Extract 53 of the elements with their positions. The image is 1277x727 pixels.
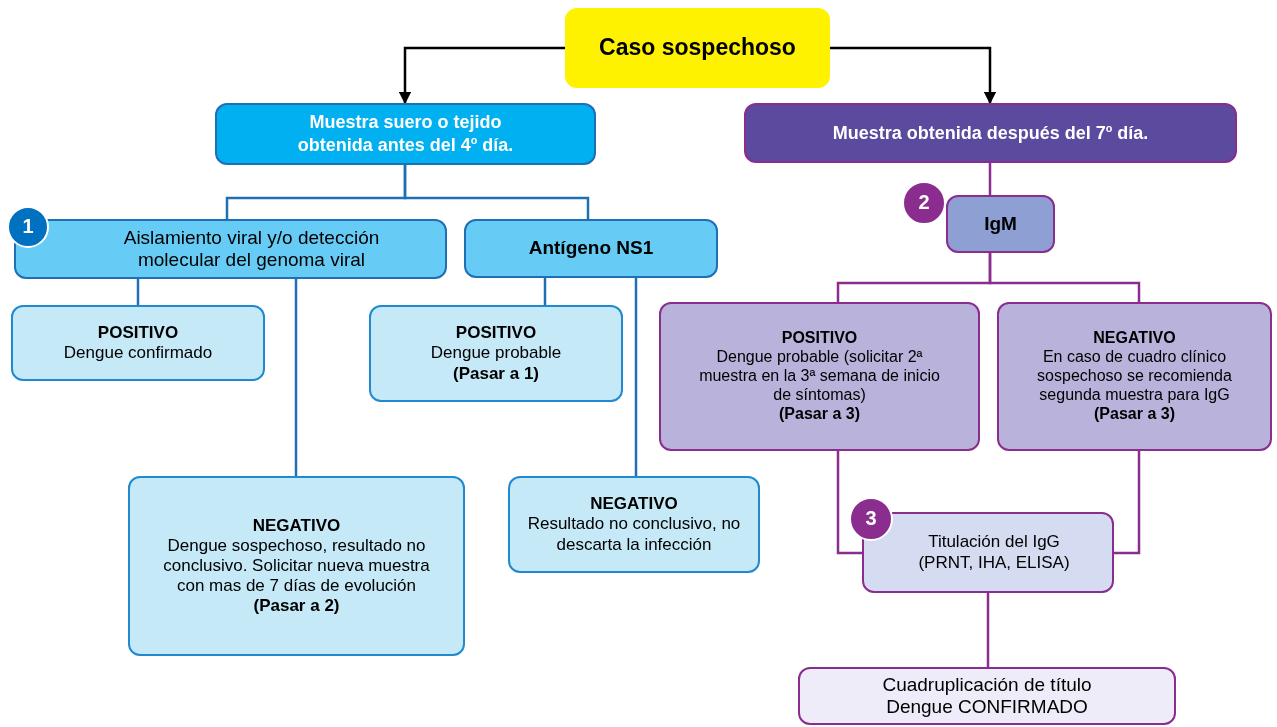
connector-line bbox=[988, 253, 1141, 302]
step-number: 1 bbox=[22, 215, 34, 239]
box-text: (Pasar a 1) bbox=[453, 363, 539, 384]
box-text: Dengue probable bbox=[430, 343, 562, 364]
box-text: Titulación del IgG (PRNT, IHA, ELISA) bbox=[917, 532, 1071, 573]
box-text: Dengue probable (solicitar 2ª muestra en la 3ª semana de inicio de síntomas) bbox=[698, 348, 941, 405]
result-box bbox=[798, 667, 1176, 725]
arrow bbox=[830, 46, 997, 105]
result-box bbox=[128, 476, 465, 656]
result-heading: NEGATIVO bbox=[590, 494, 678, 515]
arrow bbox=[398, 46, 565, 105]
connector-line bbox=[634, 278, 638, 476]
box-text: Cuadruplicación de título Dengue CONFIRMADO bbox=[881, 673, 1093, 719]
box-text: Resultado no conclusivo, no descarta la infección bbox=[526, 514, 742, 555]
result-heading: NEGATIVO bbox=[252, 515, 341, 536]
result-heading: POSITIVO bbox=[97, 322, 179, 343]
box-text: IgM bbox=[984, 212, 1017, 236]
result-heading: NEGATIVO bbox=[1093, 329, 1176, 349]
box-text: (Pasar a 3) bbox=[779, 404, 860, 424]
result-box bbox=[659, 302, 980, 451]
test-box bbox=[862, 512, 1114, 593]
box-text: Muestra obtenida después del 7$^{o}$ día. bbox=[832, 121, 1149, 145]
sample-box bbox=[744, 103, 1237, 163]
box-text: En caso de cuadro clínico sospechoso se recomienda segunda muestra para IgG bbox=[1036, 348, 1233, 405]
step-number: 3 bbox=[865, 507, 877, 531]
test-box bbox=[464, 219, 718, 278]
connector-line bbox=[986, 593, 990, 667]
box-text: (Pasar a 3) bbox=[1094, 404, 1175, 424]
box-text: Caso sospechoso bbox=[599, 34, 796, 62]
result-heading: POSITIVO bbox=[781, 329, 858, 349]
connector-line bbox=[836, 451, 862, 555]
start-box bbox=[565, 8, 830, 88]
result-heading: POSITIVO bbox=[455, 323, 537, 344]
connector-line bbox=[294, 279, 298, 476]
box-text: Muestra suero o tejido obtenida antes del 4$^{o}$ día. bbox=[296, 112, 515, 156]
box-text: Aislamiento viral y/o detección molecular del genoma viral bbox=[122, 226, 381, 272]
result-box bbox=[369, 305, 623, 402]
box-text: Dengue sospechoso, resultado no conclusivo. Solicitar nueva muestra con mas de 7 días de evolución bbox=[162, 535, 431, 597]
result-box bbox=[508, 476, 760, 573]
sample-box bbox=[215, 103, 596, 165]
result-box bbox=[11, 305, 265, 381]
box-text: (Pasar a 2) bbox=[253, 596, 340, 617]
step-number: 2 bbox=[918, 191, 930, 215]
test-box bbox=[946, 195, 1055, 253]
connector-line bbox=[543, 278, 547, 305]
connector-line bbox=[136, 279, 140, 305]
connector-line bbox=[403, 165, 590, 219]
box-text: Antígeno NS1 bbox=[528, 237, 654, 260]
box-text: Dengue confirmado bbox=[63, 343, 213, 364]
test-box bbox=[14, 219, 447, 279]
connector-line bbox=[988, 163, 992, 195]
result-box bbox=[997, 302, 1272, 451]
connector-line bbox=[1114, 451, 1141, 555]
